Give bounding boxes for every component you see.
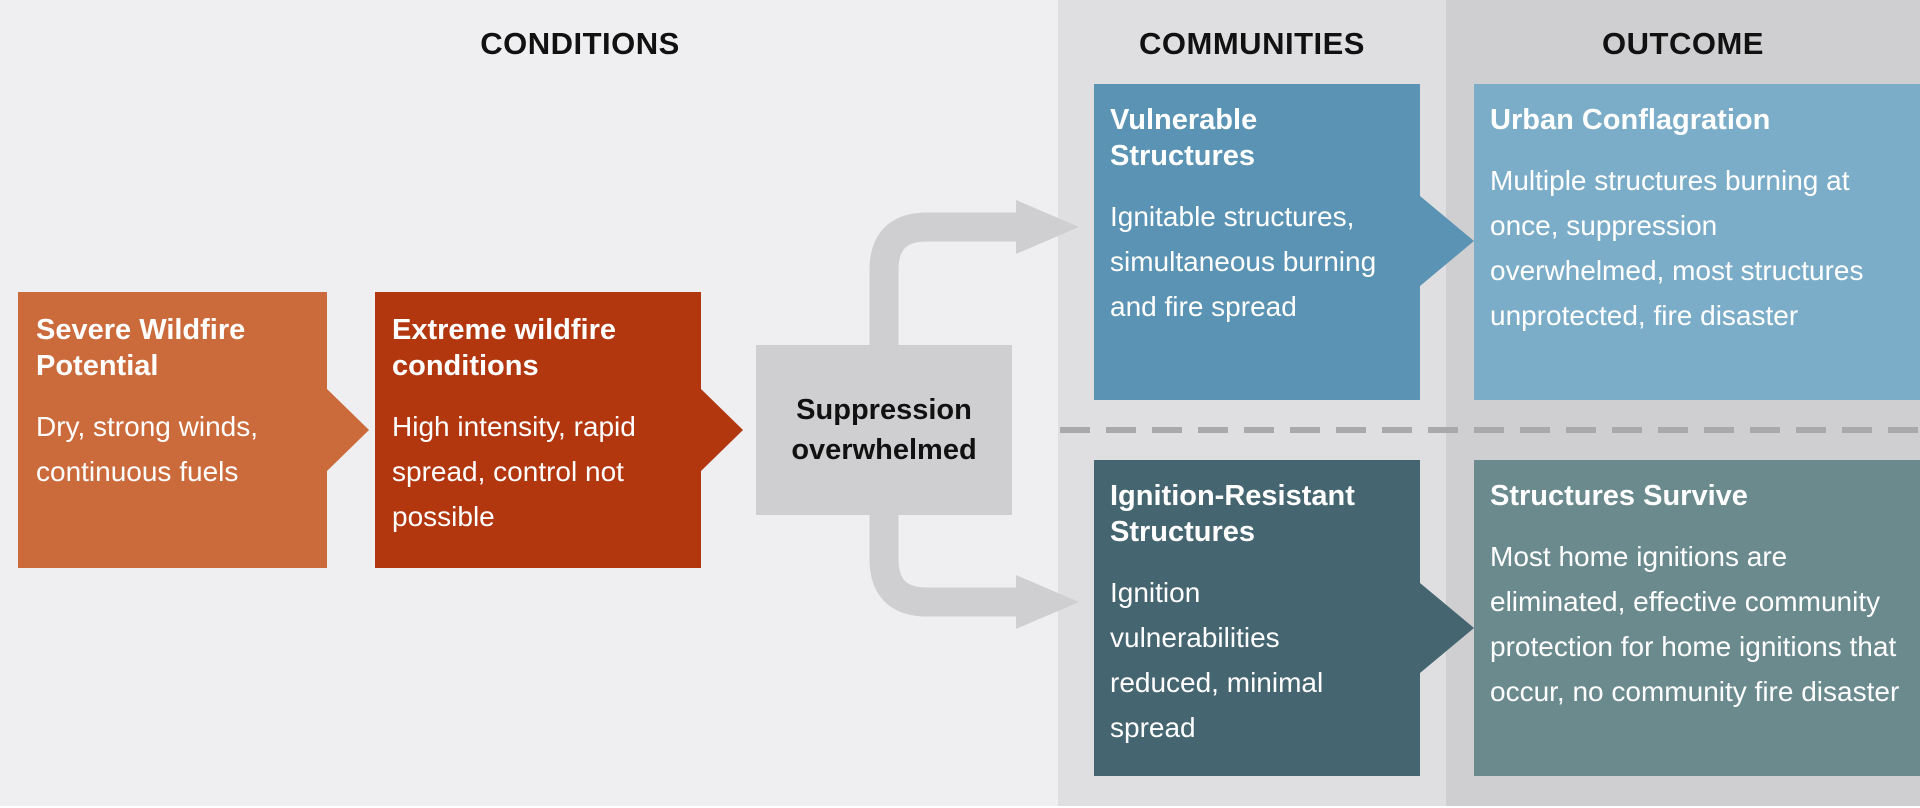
conditions-header: CONDITIONS xyxy=(480,26,680,61)
ignition-resistant-title: Ignition-Resistant Structures xyxy=(1110,480,1355,548)
urban-conflagration-box: Urban Conflagration Multiple structures … xyxy=(1474,84,1920,400)
branch-up-arrowhead xyxy=(1016,200,1079,254)
severe-wildfire-title: Severe Wildfire Potential xyxy=(36,314,246,382)
outcome-header: OUTCOME xyxy=(1602,26,1764,61)
urban-conflagration-body: Multiple structures burning at once, sup… xyxy=(1490,165,1864,331)
extreme-conditions-title: Extreme wildfire conditions xyxy=(392,314,617,382)
communities-header: COMMUNITIES xyxy=(1139,26,1365,61)
structures-survive-body: Most home ignitions are eliminated, effe… xyxy=(1490,541,1900,707)
arrow-severe-to-extreme xyxy=(327,389,369,471)
arrow-vulnerable-to-urban xyxy=(1420,196,1474,286)
urban-conflagration-title: Urban Conflagration xyxy=(1490,104,1771,136)
vulnerable-structures-body: Ignitable structures, simultaneous burni… xyxy=(1110,201,1377,322)
structures-survive-box: Structures Survive Most home ignitions a… xyxy=(1474,460,1920,776)
extreme-conditions-box: Extreme wildfire conditions High intensi… xyxy=(375,292,701,568)
severe-wildfire-body: Dry, strong winds, continuous fuels xyxy=(36,411,258,487)
branch-down-arrowhead xyxy=(1016,575,1079,629)
vulnerable-structures-box: Vulnerable Structures Ignitable structur… xyxy=(1094,84,1420,400)
structures-survive-title: Structures Survive xyxy=(1490,480,1748,512)
branch-up-connector xyxy=(869,212,1020,345)
suppression-title: Suppression overwhelmed xyxy=(791,394,977,466)
branch-down-connector xyxy=(869,515,1020,617)
ignition-resistant-body: Ignition vulnerabilities reduced, minima… xyxy=(1110,577,1324,743)
vulnerable-structures-title: Vulnerable Structures xyxy=(1110,104,1258,172)
severe-wildfire-box: Severe Wildfire Potential Dry, strong wi… xyxy=(18,292,327,568)
extreme-conditions-body: High intensity, rapid spread, control no… xyxy=(392,411,636,532)
suppression-box: Suppression overwhelmed xyxy=(756,345,1012,515)
ignition-resistant-box: Ignition-Resistant Structures Ignition v… xyxy=(1094,460,1420,776)
arrow-extreme-to-suppression xyxy=(701,389,743,471)
arrow-ignres-to-survive xyxy=(1420,583,1474,673)
